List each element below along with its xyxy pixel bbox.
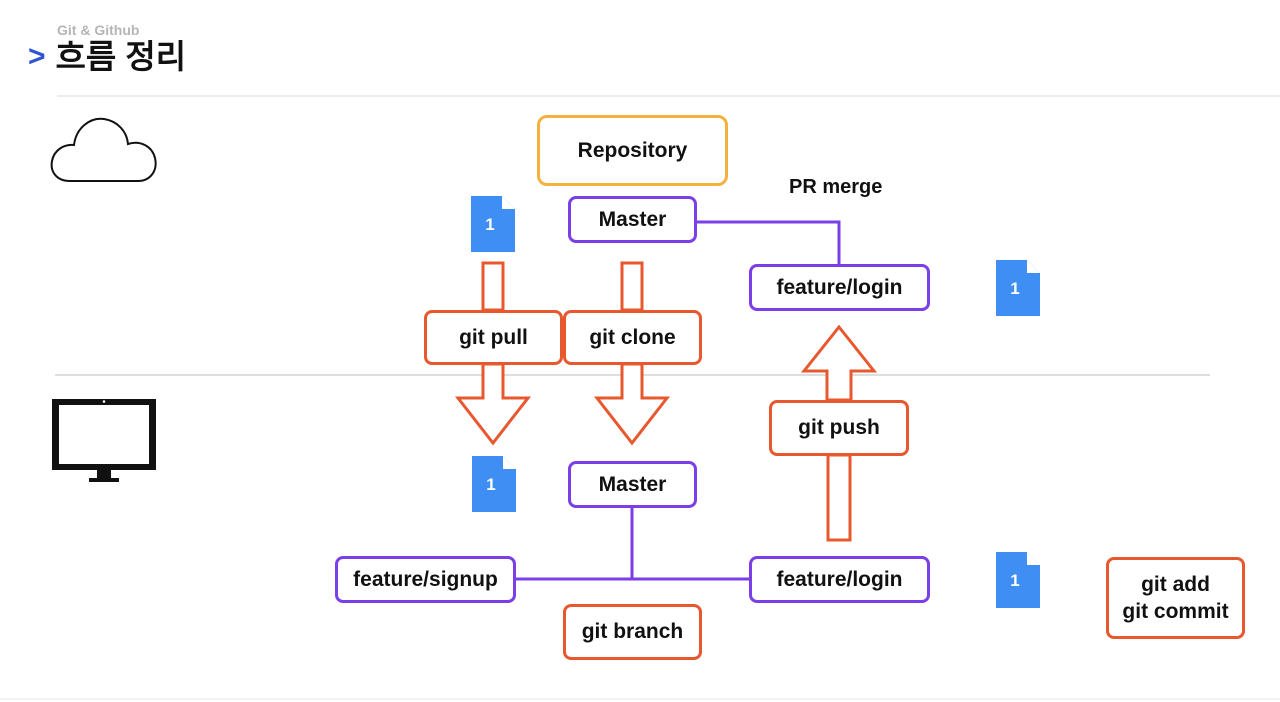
feature-login-remote-box: feature/login xyxy=(749,264,930,311)
document-icon: 1 xyxy=(471,196,515,252)
master-local-box: Master xyxy=(568,461,697,508)
master-remote-label: Master xyxy=(598,207,667,231)
git-commit-label: git commit xyxy=(1122,600,1229,623)
monitor-icon xyxy=(52,399,156,482)
pr-merge-line xyxy=(696,220,841,266)
feature-login-local-label: feature/login xyxy=(776,567,903,591)
master-local-label: Master xyxy=(598,472,667,496)
doc-label-3: 1 xyxy=(486,475,495,494)
header-title-row: > 흐름 정리 xyxy=(28,40,186,73)
feature-login-local-box: feature/login xyxy=(749,556,930,603)
feature-signup-label: feature/signup xyxy=(353,567,498,591)
push-arrow-up xyxy=(800,324,878,402)
page-title: 흐름 정리 xyxy=(55,38,187,75)
doc-label-2: 1 xyxy=(1010,279,1019,298)
git-clone-box: git clone xyxy=(563,310,702,365)
git-push-label: git push xyxy=(798,416,880,439)
repository-label: Repository xyxy=(577,138,688,162)
doc-label-1: 1 xyxy=(485,215,494,234)
git-pull-box: git pull xyxy=(424,310,563,365)
document-icon: 1 xyxy=(996,260,1040,316)
chevron-icon: > xyxy=(28,39,46,73)
pull-arrow-stem-top xyxy=(481,261,505,312)
master-remote-box: Master xyxy=(568,196,697,243)
git-push-box: git push xyxy=(769,400,909,456)
feature-signup-box: feature/signup xyxy=(335,556,516,603)
git-add-label: git add xyxy=(1141,572,1210,596)
header-subtitle: Git & Github xyxy=(57,22,140,38)
doc-label-4: 1 xyxy=(1010,571,1019,590)
git-pull-label: git pull xyxy=(459,325,528,349)
document-icon: 1 xyxy=(472,456,516,512)
clone-arrow-down xyxy=(593,362,671,446)
git-branch-box: git branch xyxy=(563,604,702,660)
repository-box: Repository xyxy=(537,115,728,186)
clone-arrow-stem-top xyxy=(620,261,644,312)
git-clone-label: git clone xyxy=(589,325,676,349)
git-add-commit-box: git add git commit xyxy=(1106,557,1245,639)
push-arrow-stem xyxy=(826,453,852,542)
pr-merge-label: PR merge xyxy=(789,176,883,198)
document-icon: 1 xyxy=(996,552,1040,608)
feature-login-remote-label: feature/login xyxy=(776,275,903,299)
git-branch-label: git branch xyxy=(581,620,684,643)
pull-arrow-down xyxy=(454,362,532,446)
cloud-icon xyxy=(50,117,157,182)
